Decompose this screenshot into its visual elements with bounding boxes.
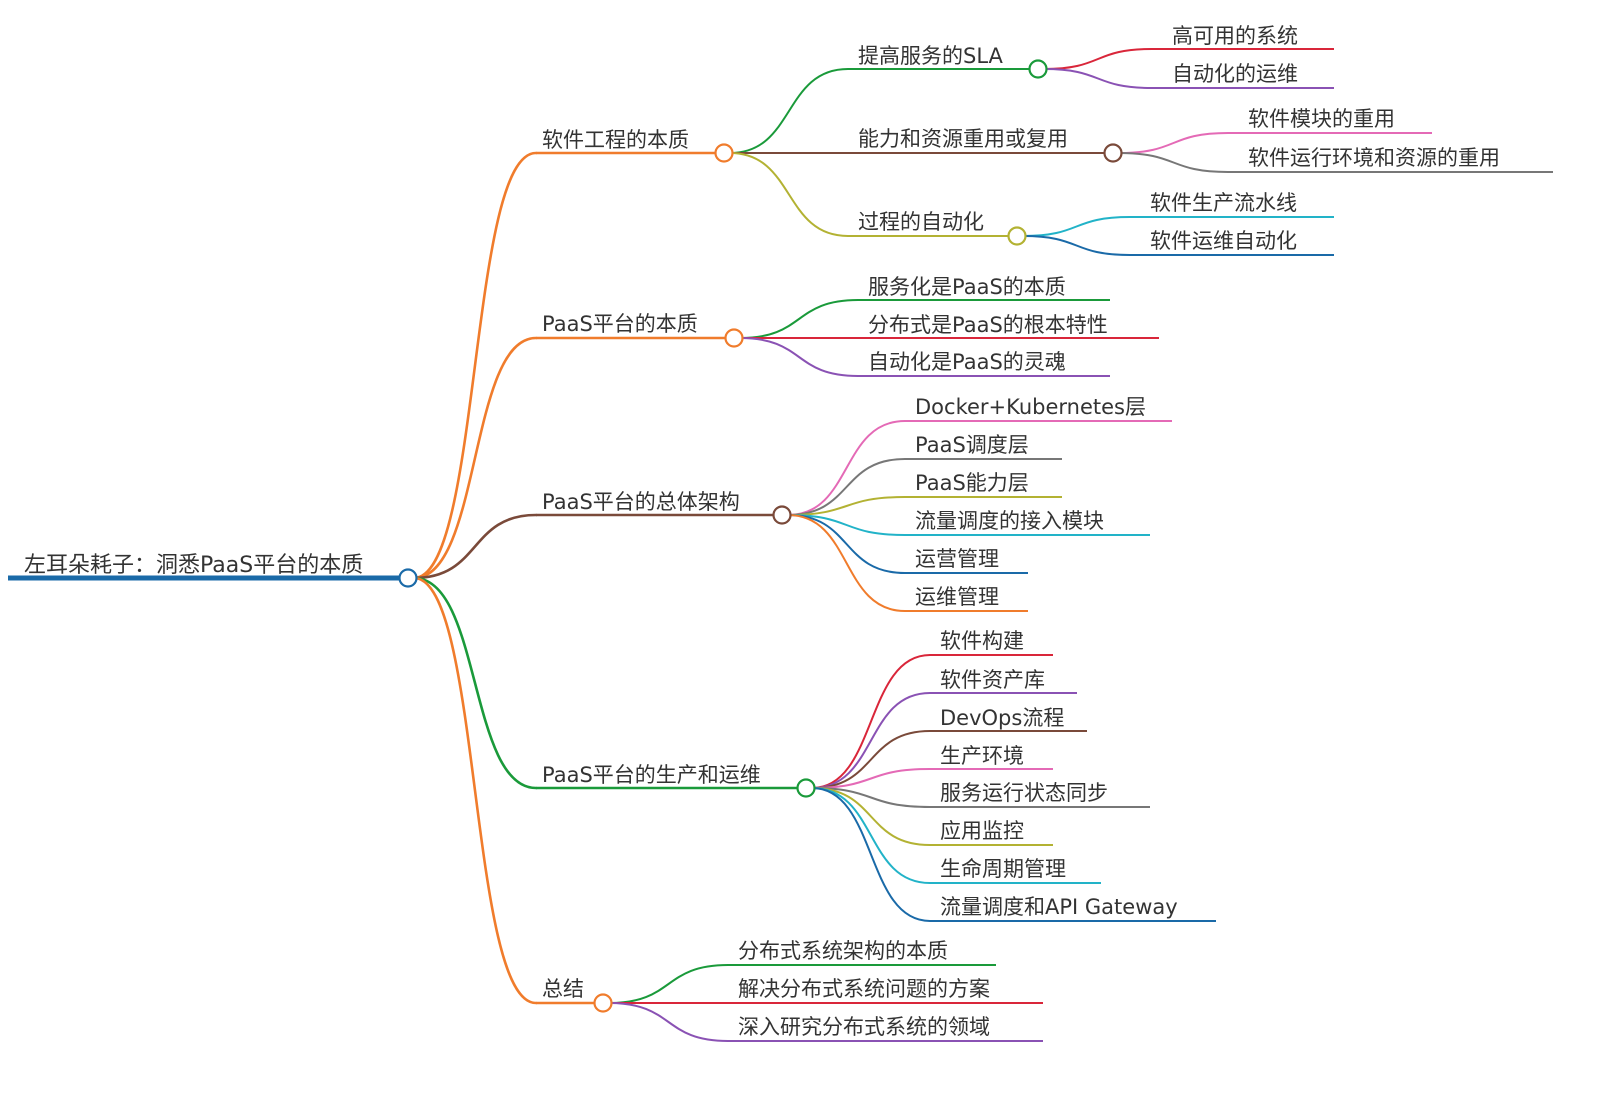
leaf-connector-1-3-2	[1022, 235, 1131, 256]
branch-connector-3	[412, 513, 538, 580]
subtopic-3-6: 运维管理	[915, 585, 999, 609]
branch-connector-4	[412, 576, 538, 790]
subtopic-connector-3-4	[787, 514, 906, 536]
root-collapse-knob[interactable]	[398, 568, 418, 588]
label-layer: 左耳朵耗子：洞悉PaaS平台的本质软件工程的本质提高服务的SLA高可用的系统自动…	[24, 24, 1500, 1039]
leaf-connector-1-2-1	[1118, 132, 1229, 154]
subtopic-connector-4-1	[811, 654, 931, 789]
subtopic-2-1: 服务化是PaaS的本质	[868, 275, 1066, 299]
subtopic-1-1: 提高服务的SLA	[858, 44, 1004, 68]
underline-layer	[8, 48, 1553, 1042]
subtopic-3-5: 运营管理	[915, 547, 999, 571]
subtopic-1-2: 能力和资源重用或复用	[858, 127, 1068, 151]
leaf-topic-1-3-1: 软件生产流水线	[1150, 191, 1297, 215]
subtopic-connector-1-1	[729, 68, 849, 154]
subtopic-3-3: PaaS能力层	[915, 471, 1029, 495]
branch-connector-5	[412, 576, 538, 1005]
leaf-connector-1-2-2	[1118, 152, 1229, 173]
leaf-topic-1-1-1: 高可用的系统	[1172, 24, 1298, 48]
root-topic: 左耳朵耗子：洞悉PaaS平台的本质	[24, 553, 363, 578]
subtopic-connector-5-1	[608, 964, 729, 1004]
subtopic-connector-4-7	[811, 787, 931, 884]
subtopic-collapse-knob-1-3[interactable]	[1007, 226, 1027, 246]
subtopic-3-4: 流量调度的接入模块	[915, 509, 1104, 533]
subtopic-3-2: PaaS调度层	[915, 433, 1029, 457]
subtopic-connector-4-6	[811, 787, 931, 846]
subtopic-connector-2-3	[739, 337, 859, 377]
subtopic-4-3: DevOps流程	[940, 706, 1064, 730]
branch-collapse-knob-4[interactable]	[796, 778, 816, 798]
subtopic-connector-3-2	[787, 458, 906, 516]
branch-topic-4: PaaS平台的生产和运维	[542, 763, 761, 787]
branch-topic-5: 总结	[542, 977, 584, 1001]
branch-topic-3: PaaS平台的总体架构	[542, 490, 740, 514]
leaf-topic-1-2-2: 软件运行环境和资源的重用	[1248, 146, 1500, 170]
leaf-topic-1-3-2: 软件运维自动化	[1150, 229, 1297, 253]
leaf-connector-1-3-1	[1022, 216, 1131, 237]
branch-topic-2: PaaS平台的本质	[542, 312, 698, 336]
subtopic-2-2: 分布式是PaaS的根本特性	[868, 313, 1108, 337]
branch-collapse-knob-2[interactable]	[724, 328, 744, 348]
subtopic-connector-3-3	[787, 496, 906, 516]
subtopic-1-3: 过程的自动化	[858, 210, 984, 234]
subtopic-connector-4-5	[811, 787, 931, 808]
subtopic-4-4: 生产环境	[940, 744, 1024, 768]
subtopic-connector-4-4	[811, 768, 931, 789]
branch-connector-1	[412, 151, 538, 580]
subtopic-5-3: 深入研究分布式系统的领域	[738, 1015, 990, 1039]
collapse-knob-layer	[398, 59, 1123, 1013]
subtopic-5-2: 解决分布式系统问题的方案	[738, 977, 990, 1001]
subtopic-4-2: 软件资产库	[940, 668, 1045, 692]
subtopic-connector-5-3	[608, 1002, 729, 1042]
subtopic-4-5: 服务运行状态同步	[940, 781, 1108, 805]
subtopic-connector-3-1	[787, 420, 906, 516]
subtopic-connector-3-6	[787, 514, 906, 612]
subtopic-connector-4-8	[811, 787, 931, 922]
leaf-topic-1-2-1: 软件模块的重用	[1248, 107, 1395, 131]
leaf-topic-1-1-2: 自动化的运维	[1172, 62, 1298, 86]
subtopic-collapse-knob-1-2[interactable]	[1103, 143, 1123, 163]
subtopic-4-1: 软件构建	[940, 629, 1024, 653]
branch-connector-2	[412, 336, 538, 580]
branch-topic-1: 软件工程的本质	[542, 128, 689, 152]
subtopic-2-3: 自动化是PaaS的灵魂	[868, 350, 1066, 374]
subtopic-3-1: Docker+Kubernetes层	[915, 395, 1146, 419]
subtopic-4-8: 流量调度和API Gateway	[940, 895, 1178, 919]
subtopic-connector-1-3	[729, 152, 849, 237]
branch-collapse-knob-5[interactable]	[593, 993, 613, 1013]
subtopic-connector-2-1	[739, 299, 859, 339]
leaf-connector-1-1-2	[1043, 68, 1153, 89]
subtopic-connector-4-3	[811, 730, 931, 789]
subtopic-connector-3-5	[787, 514, 906, 574]
subtopic-collapse-knob-1-1[interactable]	[1028, 59, 1048, 79]
subtopic-4-7: 生命周期管理	[940, 857, 1066, 881]
connector-layer	[412, 48, 1229, 1042]
branch-collapse-knob-3[interactable]	[772, 505, 792, 525]
leaf-connector-1-1-1	[1043, 48, 1153, 70]
branch-collapse-knob-1[interactable]	[714, 143, 734, 163]
subtopic-5-1: 分布式系统架构的本质	[738, 939, 948, 963]
subtopic-4-6: 应用监控	[940, 819, 1024, 843]
subtopic-connector-4-2	[811, 692, 931, 789]
